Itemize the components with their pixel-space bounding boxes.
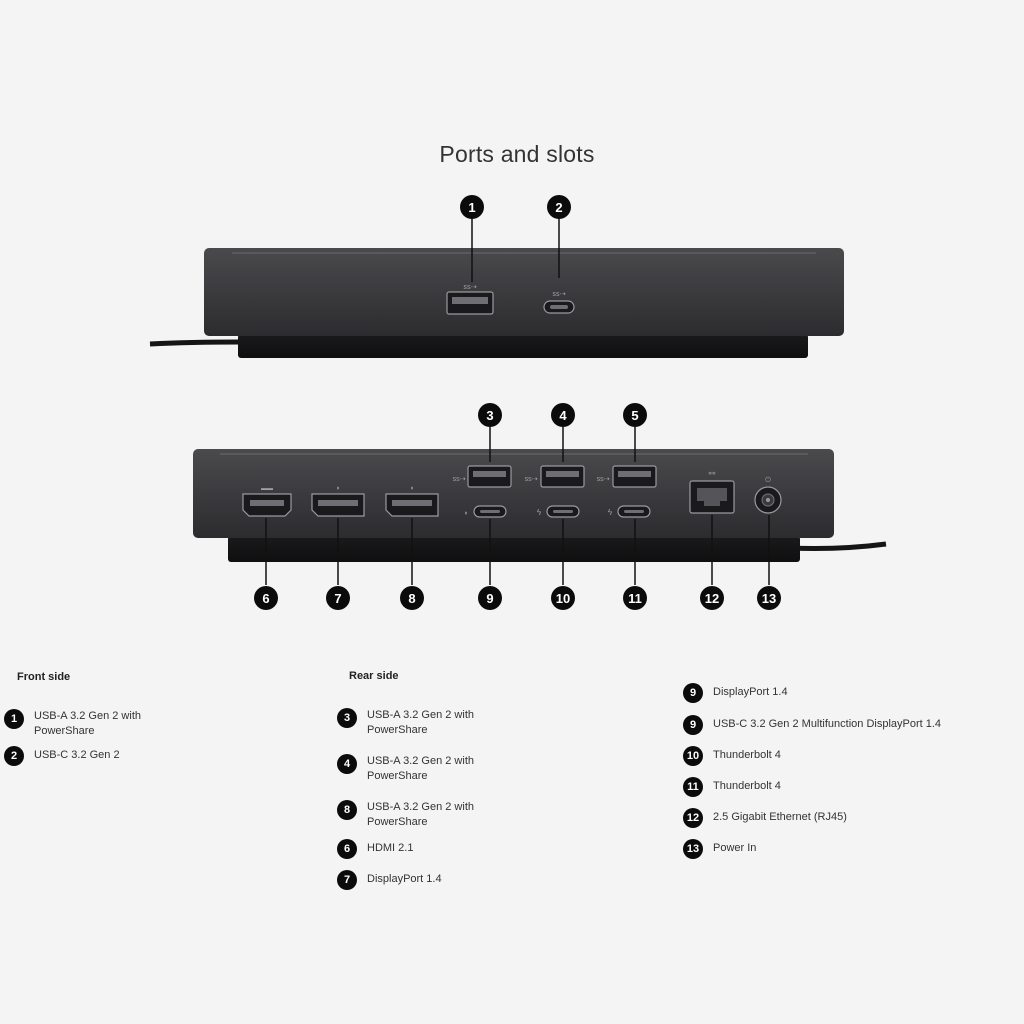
callout-badge: 5 <box>623 403 647 427</box>
svg-text:◗: ◗ <box>336 485 340 492</box>
legend-label: Thunderbolt 4 <box>713 780 781 792</box>
legend-item: 4 USB-A 3.2 Gen 2 with PowerShare <box>337 754 474 784</box>
legend-item: 10 Thunderbolt 4 <box>683 746 781 766</box>
legend-item: 2 USB-C 3.2 Gen 2 <box>4 746 120 766</box>
callout-badge: 3 <box>478 403 502 427</box>
legend-item: 13 Power In <box>683 839 756 859</box>
callout-badge: 2 <box>547 195 571 219</box>
legend-label: Thunderbolt 4 <box>713 749 781 761</box>
front-dock: ss⇢ ss⇢ <box>149 218 844 358</box>
svg-text:ss⇢: ss⇢ <box>453 476 466 483</box>
rear-usb-c-10: ϟ <box>537 505 580 518</box>
rear-hdmi-port: ▬▬ <box>242 486 292 517</box>
svg-text:ss⇢: ss⇢ <box>597 476 610 483</box>
legend-item: 1 USB-A 3.2 Gen 2 with PowerShare <box>4 709 141 739</box>
legend-number: 13 <box>683 839 703 859</box>
thunderbolt-icon: ϟ <box>537 508 542 517</box>
legend-number: 12 <box>683 808 703 828</box>
legend-item: 8 USB-A 3.2 Gen 2 with PowerShare <box>337 800 474 830</box>
legend-item: 6 HDMI 2.1 <box>337 839 413 859</box>
legend-number: 7 <box>337 870 357 890</box>
svg-text:ss⇢: ss⇢ <box>525 476 538 483</box>
legend-label: DisplayPort 1.4 <box>713 686 788 698</box>
legend-label: USB-A 3.2 Gen 2 with PowerShare <box>34 710 141 737</box>
page-title: Ports and slots <box>439 141 595 167</box>
legend-number: 2 <box>4 746 24 766</box>
legend-label: USB-C 3.2 Gen 2 Multifunction DisplayPor… <box>713 718 942 730</box>
svg-text:◗: ◗ <box>410 485 414 492</box>
svg-text:◗: ◗ <box>464 510 468 517</box>
legend-number: 6 <box>337 839 357 859</box>
legend-label: HDMI 2.1 <box>367 842 414 854</box>
legend-label: USB-A 3.2 Gen 2 with PowerShare <box>367 755 474 782</box>
rear-usb-a-4: ss⇢ <box>525 465 585 488</box>
callout-badge: 8 <box>400 586 424 610</box>
rear-dock: ▬▬ ◗ ◗ ss⇢ ss⇢ ss⇢ <box>193 427 887 585</box>
front-side-heading: Front side <box>17 671 71 683</box>
rear-side-heading: Rear side <box>349 670 399 682</box>
rear-displayport-7: ◗ <box>311 485 365 517</box>
legend-number: 10 <box>683 746 703 766</box>
legend-item: 7 DisplayPort 1.4 <box>337 870 442 890</box>
legend-number: 9 <box>683 683 703 703</box>
legend-item: 9 DisplayPort 1.4 <box>683 683 788 703</box>
rear-power-port: ⏻ <box>754 476 782 514</box>
legend-number: 3 <box>337 708 357 728</box>
rear-usb-c-9: ◗ <box>464 505 507 518</box>
usb-c-icon: ss⇢ <box>552 290 565 298</box>
rear-displayport-8: ◗ <box>385 485 439 517</box>
rear-usb-a-5: ss⇢ <box>597 465 657 488</box>
legend-label: USB-A 3.2 Gen 2 with PowerShare <box>367 801 474 828</box>
front-usb-c-port: ss⇢ <box>543 290 575 314</box>
rear-base <box>228 536 800 562</box>
ethernet-icon: ⚯ <box>709 469 716 478</box>
legend-item: 12 2.5 Gigabit Ethernet (RJ45) <box>683 808 847 828</box>
front-usb-a-port: ss⇢ <box>446 283 494 315</box>
rear-usb-c-11: ϟ <box>608 505 651 518</box>
callout-badge: 1 <box>460 195 484 219</box>
legend-item: 3 USB-A 3.2 Gen 2 with PowerShare <box>337 708 474 738</box>
callout-badge: 9 <box>478 586 502 610</box>
callout-badge: 13 <box>757 586 781 610</box>
callout-badge: 7 <box>326 586 350 610</box>
rear-ethernet-port: ⚯ <box>689 469 735 514</box>
legend-label: 2.5 Gigabit Ethernet (RJ45) <box>713 811 847 823</box>
front-base <box>238 334 808 358</box>
legend-label: USB-A 3.2 Gen 2 with PowerShare <box>367 709 474 736</box>
callout-badge: 11 <box>623 586 647 610</box>
legend-number: 9 <box>683 715 703 735</box>
legend-number: 8 <box>337 800 357 820</box>
front-cable <box>149 339 241 347</box>
power-icon: ⏻ <box>765 476 771 484</box>
rear-usb-a-3: ss⇢ <box>453 465 512 488</box>
rear-cable <box>789 541 887 551</box>
legend-number: 11 <box>683 777 703 797</box>
callout-badge: 10 <box>551 586 575 610</box>
legend-item: 9 USB-C 3.2 Gen 2 Multifunction DisplayP… <box>683 715 941 735</box>
callout-badge: 4 <box>551 403 575 427</box>
callout-badge: 6 <box>254 586 278 610</box>
callout-badge: 12 <box>700 586 724 610</box>
legend-number: 4 <box>337 754 357 774</box>
svg-text:ϟ: ϟ <box>608 508 613 517</box>
legend-item: 11 Thunderbolt 4 <box>683 777 781 797</box>
legend-label: Power In <box>713 842 757 854</box>
svg-text:▬▬: ▬▬ <box>261 486 273 492</box>
legend-number: 1 <box>4 709 24 729</box>
legend-label: DisplayPort 1.4 <box>367 873 442 885</box>
legend-label: USB-C 3.2 Gen 2 <box>34 749 120 761</box>
front-body <box>204 248 844 336</box>
usb-icon: ss⇢ <box>463 283 476 291</box>
